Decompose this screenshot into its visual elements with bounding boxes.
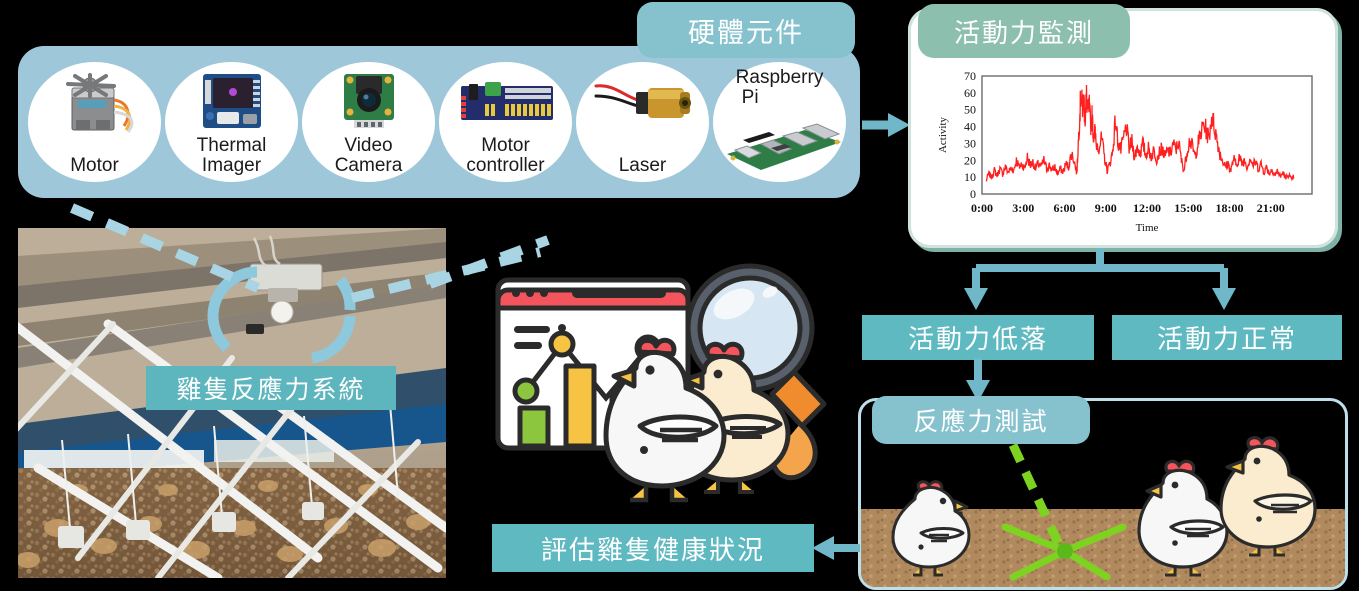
chart-x-tick-label: 12:00 — [1133, 201, 1161, 215]
chart-x-tick-label: 0:00 — [971, 201, 993, 215]
chart-y-tick-label: 60 — [964, 86, 976, 100]
chicken-right-cream-icon — [1219, 436, 1317, 557]
hardware-item-label-line1: Video — [344, 135, 393, 156]
reactivity-test-title-badge: 反應力測試 — [872, 396, 1090, 444]
camera-module-icon — [344, 74, 394, 128]
chart-x-axis-ticks: 0:00 3:00 6:00 9:00 12:00 15:00 18:00 21:00 — [971, 201, 1285, 215]
servo-motor-icon — [66, 73, 134, 133]
chart-y-axis-label: Activity — [937, 116, 949, 153]
chart-x-tick-label: 3:00 — [1012, 201, 1034, 215]
hardware-item-label-line2: Imager — [201, 155, 262, 176]
hardware-item-raspberry-pi[interactable]: Raspberry Pi — [713, 62, 846, 182]
chicken-left-icon — [891, 480, 971, 577]
thermal-imager-board-icon — [203, 74, 261, 128]
motor-driver-board-icon — [461, 82, 553, 120]
hardware-item-laser[interactable]: Laser — [576, 62, 709, 182]
chart-y-tick-label: 70 — [964, 69, 976, 83]
hardware-item-label-line1: Laser — [618, 155, 667, 176]
laser-diode-icon — [594, 84, 691, 118]
photo-caption-text: 雞隻反應力系統 — [176, 376, 366, 404]
chart-x-tick-label: 18:00 — [1216, 201, 1244, 215]
arrow-hardware-to-chart — [862, 113, 910, 137]
raspberry-pi-board-icon — [727, 123, 841, 170]
hardware-item-thermal-imager[interactable]: Thermal Imager — [165, 62, 298, 182]
hardware-item-label-line2: Camera — [334, 155, 403, 176]
assessment-result-label: 評估雞隻健康狀況 — [540, 534, 765, 565]
laser-beam-graphic — [1001, 443, 1127, 581]
chart-x-tick-label: 9:00 — [1095, 201, 1117, 215]
chart-y-tick-label: 0 — [970, 187, 976, 201]
hardware-item-label-line1: Motor — [70, 155, 119, 176]
hardware-item-motor-controller[interactable]: Motor controller — [439, 62, 572, 182]
hardware-panel-title: 硬體元件 — [637, 2, 855, 58]
chart-x-tick-label: 21:00 — [1257, 201, 1285, 215]
hardware-item-motor[interactable]: Motor — [28, 62, 161, 182]
chart-y-axis-ticks: 0 10 20 30 40 50 60 70 — [964, 69, 976, 201]
chart-plot-frame — [981, 75, 1313, 195]
hardware-title-text: 硬體元件 — [688, 17, 804, 48]
activity-chart-title-badge: 活動力監測 — [918, 4, 1130, 58]
decision-low-activity-label: 活動力低落 — [907, 324, 1048, 354]
hardware-item-label-line2: controller — [466, 155, 545, 176]
chart-series-line — [985, 84, 1295, 182]
hardware-item-label-line2: Pi — [741, 87, 759, 108]
chart-y-tick-label: 10 — [964, 170, 976, 184]
photo-caption-badge: 雞隻反應力系統 — [146, 366, 396, 410]
arrow-low-activity-to-react-test — [966, 358, 990, 402]
chart-y-tick-label: 20 — [964, 153, 976, 167]
dashboard-chickens-magnifier-illustration — [495, 263, 827, 503]
chicken-middle-icon — [1137, 459, 1229, 577]
chart-y-tick-label: 50 — [964, 103, 976, 117]
chart-x-tick-label: 6:00 — [1054, 201, 1076, 215]
reactivity-test-title-text: 反應力測試 — [913, 408, 1049, 436]
arrow-react-test-to-assessment — [812, 536, 860, 560]
activity-line-chart: 0 10 20 30 40 50 60 70 0:00 3:00 6:00 9:00 12:00 15:… — [937, 69, 1313, 234]
hardware-item-label-line1: Thermal — [196, 135, 267, 156]
chart-x-tick-label: 15:00 — [1174, 201, 1202, 215]
hardware-item-label-line1: Raspberry — [735, 67, 824, 88]
hardware-item-label-line1: Motor — [481, 135, 530, 156]
chart-x-axis-label: Time — [1136, 222, 1159, 234]
decision-low-activity[interactable]: 活動力低落 — [862, 315, 1094, 360]
branch-connector-chart-to-decisions — [964, 248, 1236, 310]
decision-normal-activity-label: 活動力正常 — [1156, 324, 1297, 354]
activity-chart-title-text: 活動力監測 — [953, 17, 1094, 48]
dashed-connector-to-illustration — [428, 235, 550, 289]
chart-y-tick-label: 30 — [964, 136, 976, 150]
chart-y-tick-label: 40 — [964, 120, 976, 134]
hardware-item-video-camera[interactable]: Video Camera — [302, 62, 435, 182]
decision-normal-activity[interactable]: 活動力正常 — [1112, 315, 1342, 360]
assessment-result-box[interactable]: 評估雞隻健康狀況 — [492, 524, 814, 572]
